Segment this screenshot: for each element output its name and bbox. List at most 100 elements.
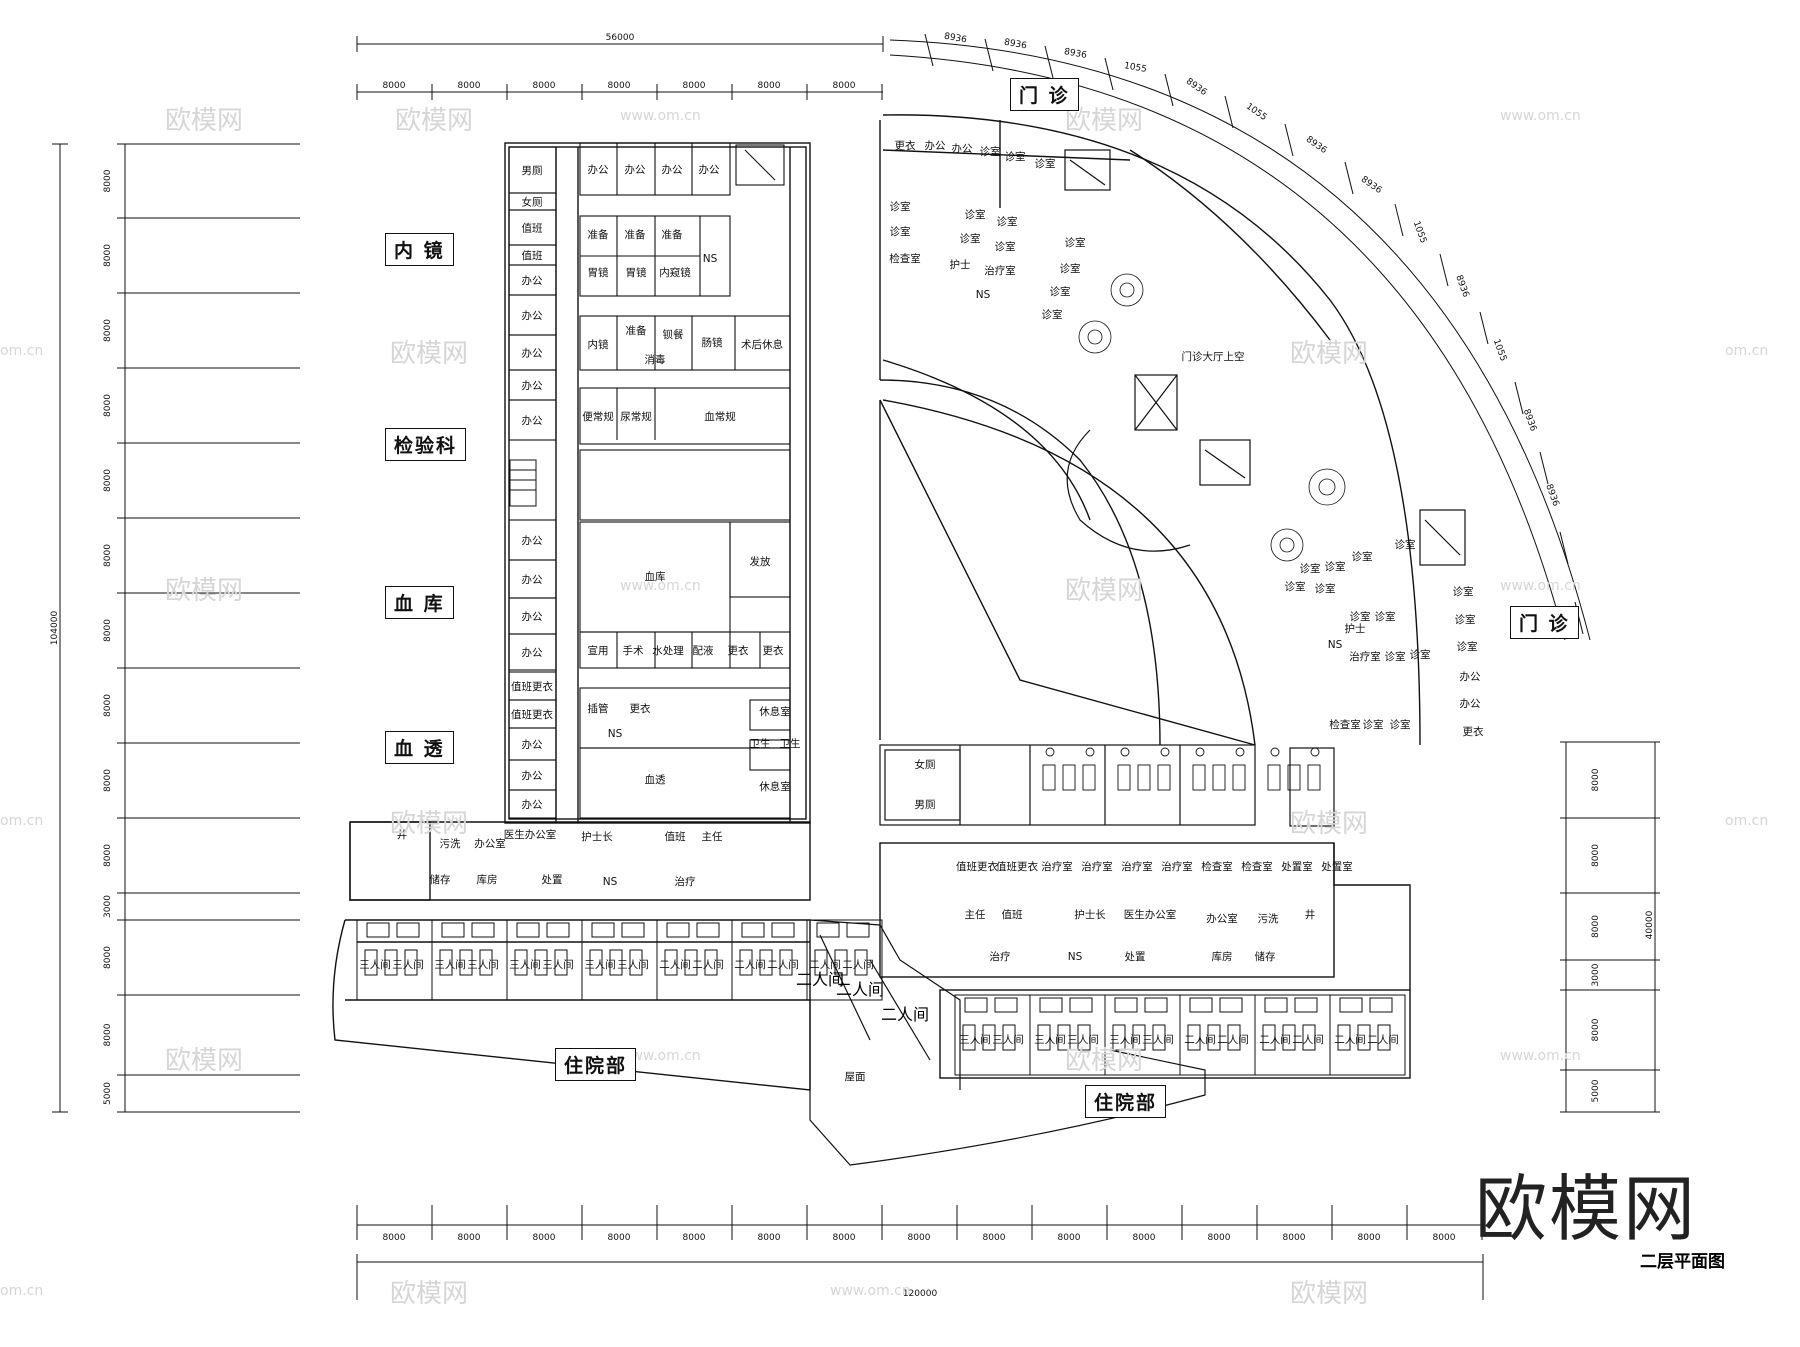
dim-arc-bay: 8936 xyxy=(943,32,968,46)
room-prep-label: 准备 xyxy=(625,228,646,241)
fan-room-label: 诊室 xyxy=(1042,308,1063,321)
ward-room-label: 三人间 xyxy=(959,1033,991,1046)
dim-arc-bay: 1055 xyxy=(1491,338,1508,363)
left-room-label: 值班更衣 xyxy=(511,680,553,693)
room-office-label: 办公 xyxy=(625,163,646,176)
room-director-label: 主任 xyxy=(965,908,986,921)
dim-bottom-bay: 8000 xyxy=(608,1233,631,1243)
left-room-label: 办公 xyxy=(522,534,543,547)
room-change-label: 更衣 xyxy=(630,702,651,715)
fan-room-label: 办公 xyxy=(1460,670,1482,683)
fan-room-label: 检查室 xyxy=(1329,718,1361,731)
fan-room-label: 诊室 xyxy=(1050,285,1071,298)
watermark-url: om.cn xyxy=(0,1283,44,1299)
dim-right-bay: 8000 xyxy=(1591,768,1601,791)
brand-watermark-logo: 欧模网 xyxy=(1475,1167,1698,1251)
roof-label: 屋面 xyxy=(845,1071,866,1083)
room-urine-label: 尿常规 xyxy=(620,410,652,423)
hall-void-label: 门诊大厅上空 xyxy=(1182,350,1245,363)
ns-label: NS xyxy=(703,253,718,265)
room-stool-label: 便常规 xyxy=(582,410,614,423)
left-room-label: 办公 xyxy=(522,646,543,659)
room-doctor-office-label: 医生办公室 xyxy=(1124,908,1177,921)
dim-bottom-total: 120000 xyxy=(903,1289,938,1299)
watermark-url: www.om.cn xyxy=(620,578,701,594)
ward-room-label: 三人间 xyxy=(1142,1033,1174,1046)
room-office-label: 办公 xyxy=(699,163,720,176)
room-label: 处置室 xyxy=(1321,860,1353,873)
watermark: 欧模网 xyxy=(1290,809,1369,839)
ward-room-label: 三人间 xyxy=(617,958,649,971)
left-room-label: 值班更衣 xyxy=(511,708,553,721)
ward-room-label: 二人间 xyxy=(1217,1033,1249,1046)
watermark: 欧模网 xyxy=(390,809,469,839)
dim-left-bay: 8000 xyxy=(103,946,113,969)
dim-arc-bay: 1055 xyxy=(1411,220,1428,245)
room-toilet-label: 卫生 xyxy=(780,737,801,750)
fan-room-label: 诊室 xyxy=(1315,582,1336,595)
dim-left-bay: 8000 xyxy=(103,394,113,417)
dim-top-bay: 8000 xyxy=(833,81,856,91)
watermark: 欧模网 xyxy=(165,1046,244,1076)
left-room-label: 办公 xyxy=(522,769,543,782)
room-dialysis-label: 血透 xyxy=(645,773,666,786)
room-dispatch-label: 发放 xyxy=(750,555,771,568)
watermark-url: om.cn xyxy=(1725,343,1769,359)
ward-room-label: 三人间 xyxy=(392,958,424,971)
room-office-label: 办公室 xyxy=(474,837,506,850)
room-disposal-label: 处置 xyxy=(1125,951,1146,963)
fan-room-label: 办公 xyxy=(925,139,946,152)
dim-right-total: 40000 xyxy=(1645,910,1655,939)
dim-right-bay: 8000 xyxy=(1591,1018,1601,1041)
dim-left-bay: 8000 xyxy=(103,1023,113,1046)
drawing-title: 二层平面图 xyxy=(1640,1252,1725,1272)
fan-room-label: 诊室 xyxy=(1065,236,1086,249)
fan-room-label: 诊室 xyxy=(1410,648,1431,661)
watermark: 欧模网 xyxy=(165,106,244,136)
room-rest-label: 休息室 xyxy=(759,780,791,793)
watermark: 欧模网 xyxy=(1290,339,1369,369)
room-duty-label: 值班 xyxy=(1002,908,1023,921)
fan-room-label: 诊室 xyxy=(965,208,986,221)
room-toilet-label: 卫生 xyxy=(750,737,771,750)
left-room-label: 办公 xyxy=(522,309,543,322)
watermark: 欧模网 xyxy=(1065,106,1144,136)
zone-label-dialysis: 血 透 xyxy=(385,731,454,764)
watermark-url: om.cn xyxy=(1725,813,1769,829)
ward-room-label: 二人间 xyxy=(842,958,874,971)
room-dirty-label: 污洗 xyxy=(1258,913,1280,925)
room-gastro-label: 胃镜 xyxy=(588,266,609,279)
ward-room-label: 二人间 xyxy=(1292,1033,1324,1046)
left-room-label: 值班 xyxy=(522,222,543,235)
watermark-url: www.om.cn xyxy=(1500,1048,1581,1064)
ward-room-label: 三人间 xyxy=(1067,1033,1099,1046)
left-room-label: 办公 xyxy=(522,610,543,623)
dim-bottom-bay: 8000 xyxy=(1283,1233,1306,1243)
fan-room-label: 诊室 xyxy=(997,215,1018,228)
left-room-label: 办公 xyxy=(522,347,543,360)
room-label: 水处理 xyxy=(652,645,684,657)
ward-room-label: 三人间 xyxy=(1109,1033,1141,1046)
ns-label: NS xyxy=(1328,639,1343,651)
room-blood-test-label: 血常规 xyxy=(704,410,736,423)
dim-arc-bay: 8936 xyxy=(1003,38,1028,52)
dim-top-bay: 8000 xyxy=(683,81,706,91)
ward-room-label: 二人间 xyxy=(659,958,691,971)
fan-room-label: 治疗室 xyxy=(984,264,1016,277)
dim-bottom-bay: 8000 xyxy=(1133,1233,1156,1243)
ward-room-label: 二人间 xyxy=(836,980,884,999)
fan-room-label: 诊室 xyxy=(890,200,911,213)
ward-room-label: 二人间 xyxy=(809,958,841,971)
watermark-url: www.om.cn xyxy=(1500,578,1581,594)
fan-room-label: 诊室 xyxy=(1300,562,1321,575)
dim-left-bay: 8000 xyxy=(103,844,113,867)
fan-room-label: 诊室 xyxy=(960,232,981,245)
room-label: 治疗室 xyxy=(1041,860,1073,873)
dim-bottom-bay: 8000 xyxy=(383,1233,406,1243)
room-store-label: 库房 xyxy=(477,873,498,886)
watermark-url: om.cn xyxy=(0,343,44,359)
dim-top-bay: 8000 xyxy=(758,81,781,91)
ward-room-label: 二人间 xyxy=(767,958,799,971)
dim-left-bay: 5000 xyxy=(103,1082,113,1105)
